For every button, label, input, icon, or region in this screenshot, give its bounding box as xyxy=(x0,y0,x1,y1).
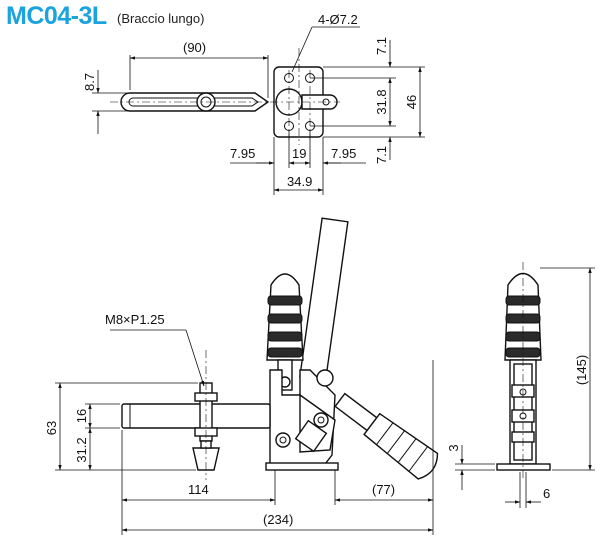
side-handle-grip-rotated xyxy=(334,392,439,480)
side-arm xyxy=(121,403,271,429)
side-view: M8×P1.25 63 16 31.2 114 (77) (234) xyxy=(44,217,439,535)
dim-arm-thickness: 16 xyxy=(74,409,89,423)
dim-hole-spacing-v: 31.8 xyxy=(374,89,389,114)
dim-front-height: (145) xyxy=(574,355,589,385)
dim-base-width: 34.9 xyxy=(287,174,312,189)
dim-front-width: 6 xyxy=(543,486,550,501)
dim-base-height: 46 xyxy=(404,95,419,109)
top-view: 4-Ø7.2 (90) 8.7 7.1 31.8 46 7.1 xyxy=(82,12,425,195)
dim-spindle-height: 63 xyxy=(44,421,59,435)
side-handle-open xyxy=(299,217,349,382)
dim-bottom-offset: 7.1 xyxy=(374,146,389,164)
side-body xyxy=(265,369,339,471)
thread-callout: M8×P1.25 xyxy=(105,312,165,327)
model-subtitle: (Braccio lungo) xyxy=(117,11,205,26)
dim-left-margin: 7.95 xyxy=(230,146,255,161)
dim-spindle-low: 31.2 xyxy=(74,437,89,462)
dim-base-thickness: 3 xyxy=(446,444,461,451)
front-body xyxy=(496,359,551,471)
hole-callout: 4-Ø7.2 xyxy=(318,12,358,27)
dim-handle-reach: (77) xyxy=(372,482,395,497)
dim-arm-reach: 114 xyxy=(188,482,209,497)
dim-hole-spacing-h: 19 xyxy=(292,146,306,161)
dim-right-margin: 7.95 xyxy=(331,146,356,161)
side-handle-grip xyxy=(266,273,304,391)
dim-overall-length: (234) xyxy=(263,512,293,527)
dim-top-offset: 7.1 xyxy=(374,37,389,55)
front-view: (145) 3 6 xyxy=(446,262,595,508)
dim-arm-length: (90) xyxy=(183,40,206,55)
model-code: MC04-3L xyxy=(6,2,107,30)
dim-arm-height: 8.7 xyxy=(82,73,97,91)
